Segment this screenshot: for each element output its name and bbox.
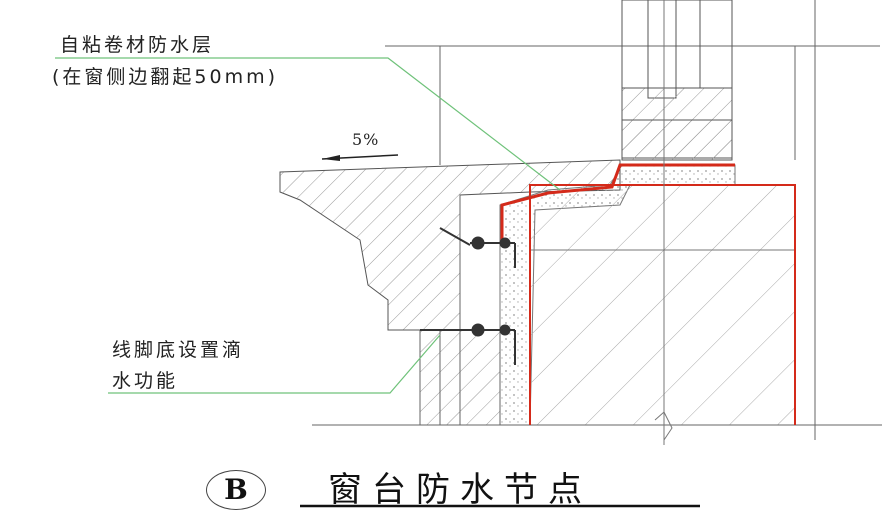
window-frame xyxy=(621,0,733,161)
detail-badge: B xyxy=(206,470,266,510)
leader-lines xyxy=(55,57,561,394)
wall-block xyxy=(529,184,796,426)
drip-sublabel: 水功能 xyxy=(112,370,179,392)
drip-label: 线脚底设置滴 xyxy=(112,339,245,361)
drawing-title: 窗台防水节点 xyxy=(328,470,592,510)
anchor-bolts xyxy=(420,227,516,365)
slope-arrow-icon xyxy=(321,154,399,161)
waterproof-membrane xyxy=(500,163,796,425)
slope-label: 5% xyxy=(352,130,380,149)
upper-wall xyxy=(385,0,880,440)
membrane-label: 自粘卷材防水层 xyxy=(60,34,215,56)
center-break-line xyxy=(654,0,673,445)
membrane-sublabel: (在窗侧边翻起50mm) xyxy=(52,66,279,88)
